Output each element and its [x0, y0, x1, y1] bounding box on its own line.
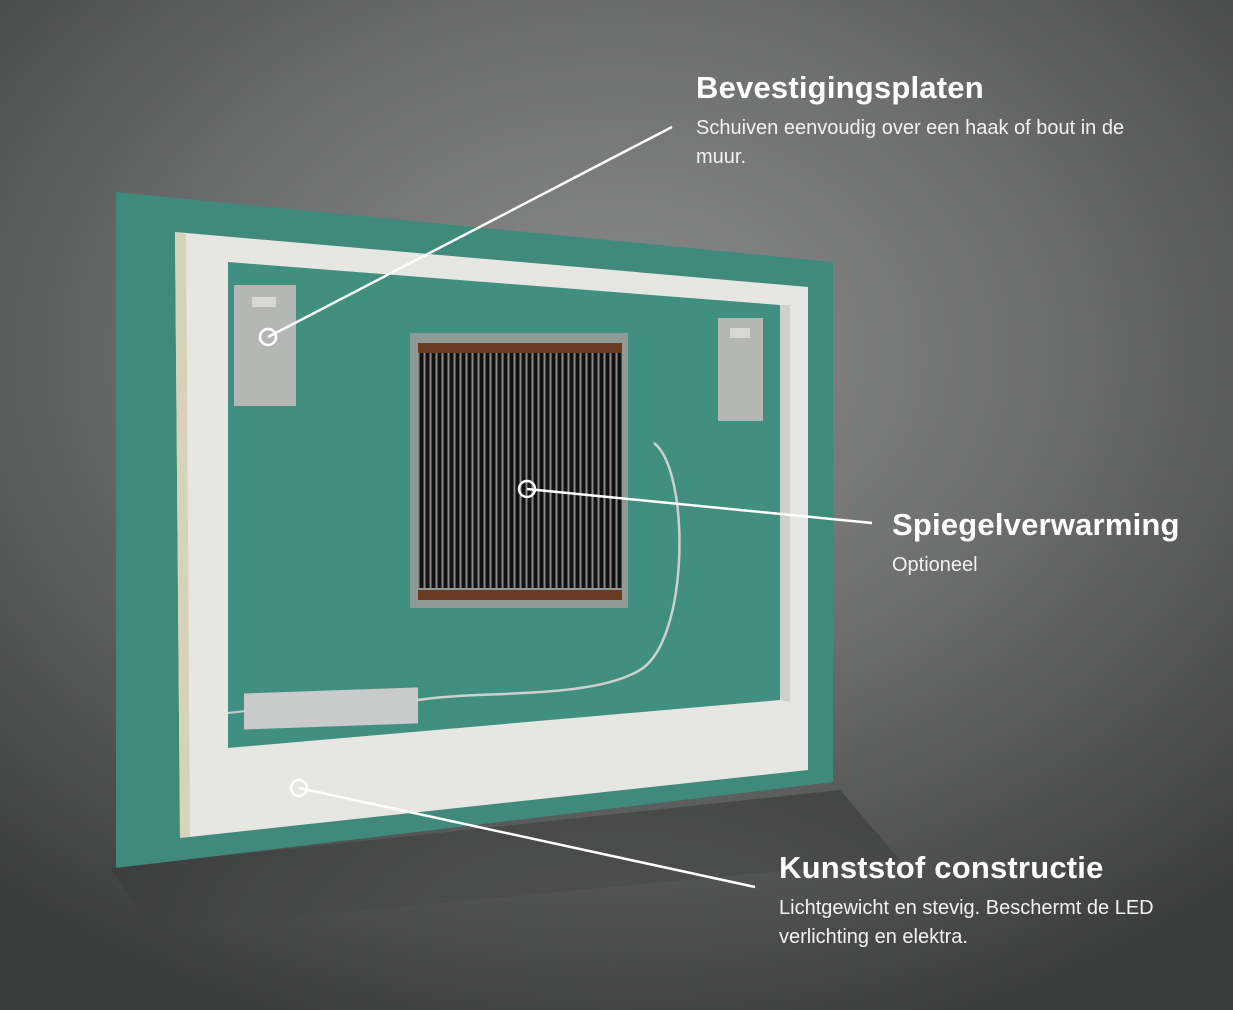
floor-shadow [110, 790, 900, 930]
callout-plastic-construction: Kunststof constructie Lichtgewicht en st… [779, 850, 1209, 952]
callout-lines [258, 125, 873, 889]
frame-inner-shade [780, 305, 790, 702]
callout-description: Optioneel [892, 554, 978, 576]
callout-description: Schuiven eenvoudig over een haak of bout… [696, 117, 1125, 168]
frame-side [175, 232, 190, 838]
marker-heating [517, 479, 537, 499]
power-cable [417, 442, 681, 702]
callout-mounting-plates: Bevestigingsplaten Schuiven eenvoudig ov… [696, 70, 1126, 172]
marker-mounting-plates [258, 327, 278, 347]
callout-title: Bevestigingsplaten [696, 70, 984, 105]
callout-mirror-heating: Spiegelverwarming Optioneel [892, 507, 1222, 580]
callout-title: Spiegelverwarming [892, 507, 1180, 542]
callout-title: Kunststof constructie [779, 850, 1104, 885]
callout-description: Lichtgewicht en stevig. Beschermt de LED… [779, 897, 1154, 948]
heating-pad [410, 333, 628, 608]
marker-construction [289, 778, 309, 798]
led-driver [227, 687, 418, 730]
mounting-plate-right [718, 318, 763, 421]
